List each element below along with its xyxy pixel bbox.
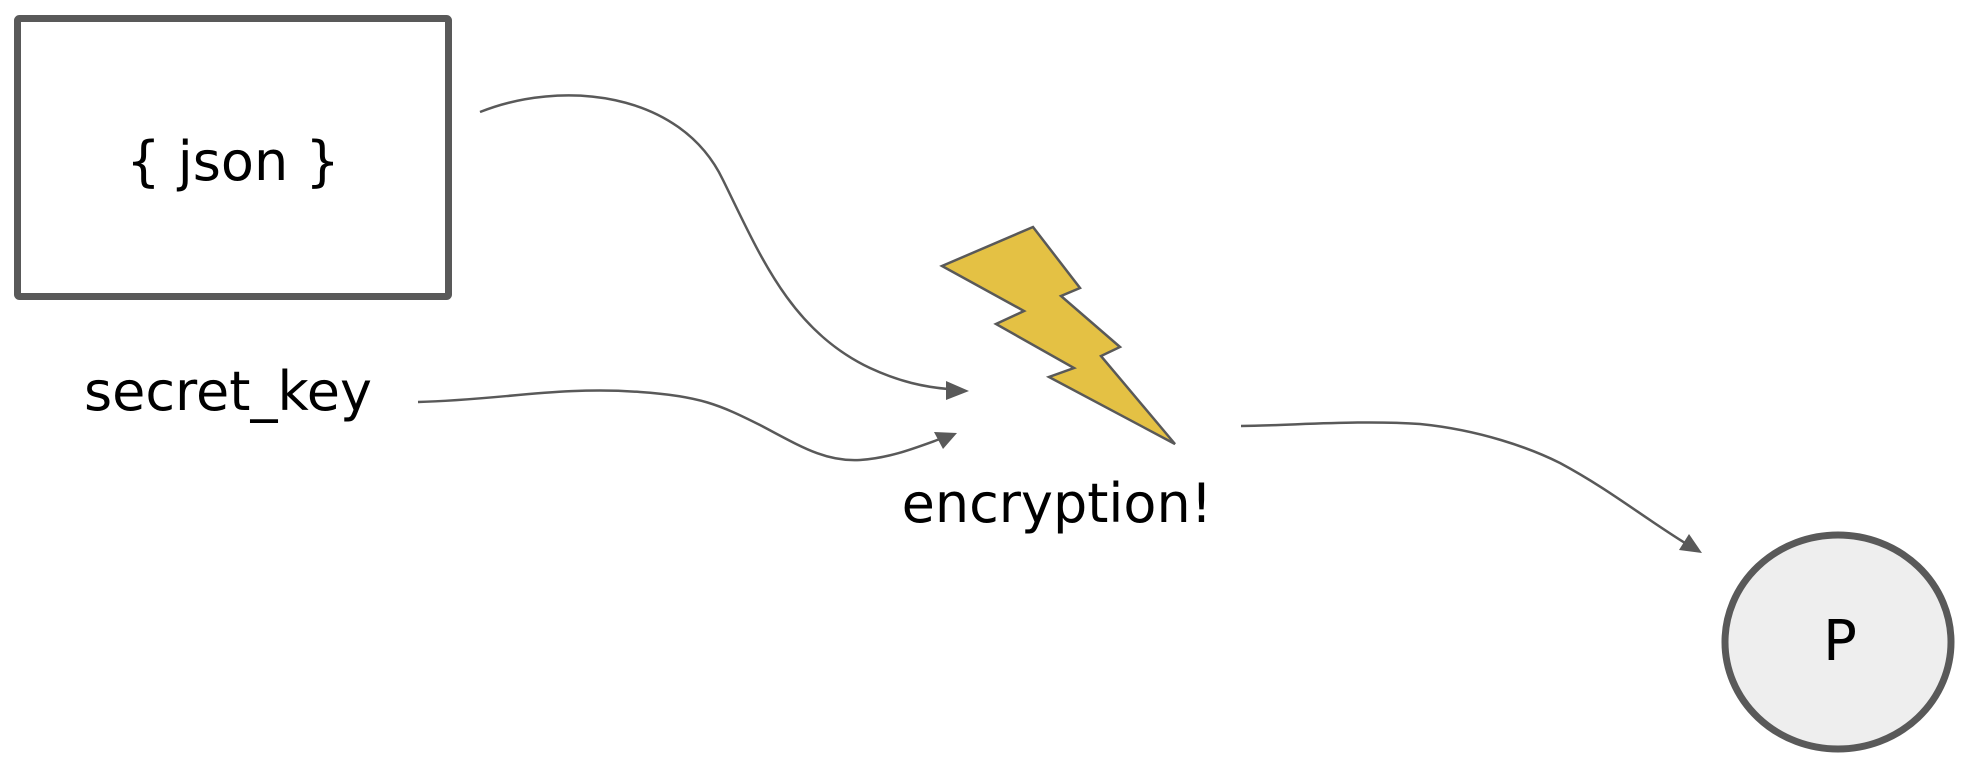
arrowhead-encryption-to-output: [1679, 534, 1702, 553]
edge-secret-key-to-encryption[interactable]: [417, 389, 941, 462]
output-node[interactable]: P: [1721, 531, 1955, 753]
json-box: [14, 15, 452, 300]
lightning-bolt-icon: [939, 225, 1176, 446]
secret-key-label[interactable]: secret_key: [84, 360, 372, 423]
encryption-label[interactable]: encryption!: [902, 472, 1213, 535]
edge-encryption-to-output[interactable]: [1240, 421, 1686, 545]
edge-json-to-encryption[interactable]: [479, 94, 949, 391]
json-box-node[interactable]: { json }: [14, 15, 452, 300]
json-box-label: { json }: [126, 130, 339, 193]
output-circle: [1721, 531, 1955, 753]
output-label: P: [1823, 609, 1857, 674]
arrowhead-secret-key-to-encryption: [934, 432, 957, 449]
arrowhead-json-to-encryption: [946, 381, 969, 400]
